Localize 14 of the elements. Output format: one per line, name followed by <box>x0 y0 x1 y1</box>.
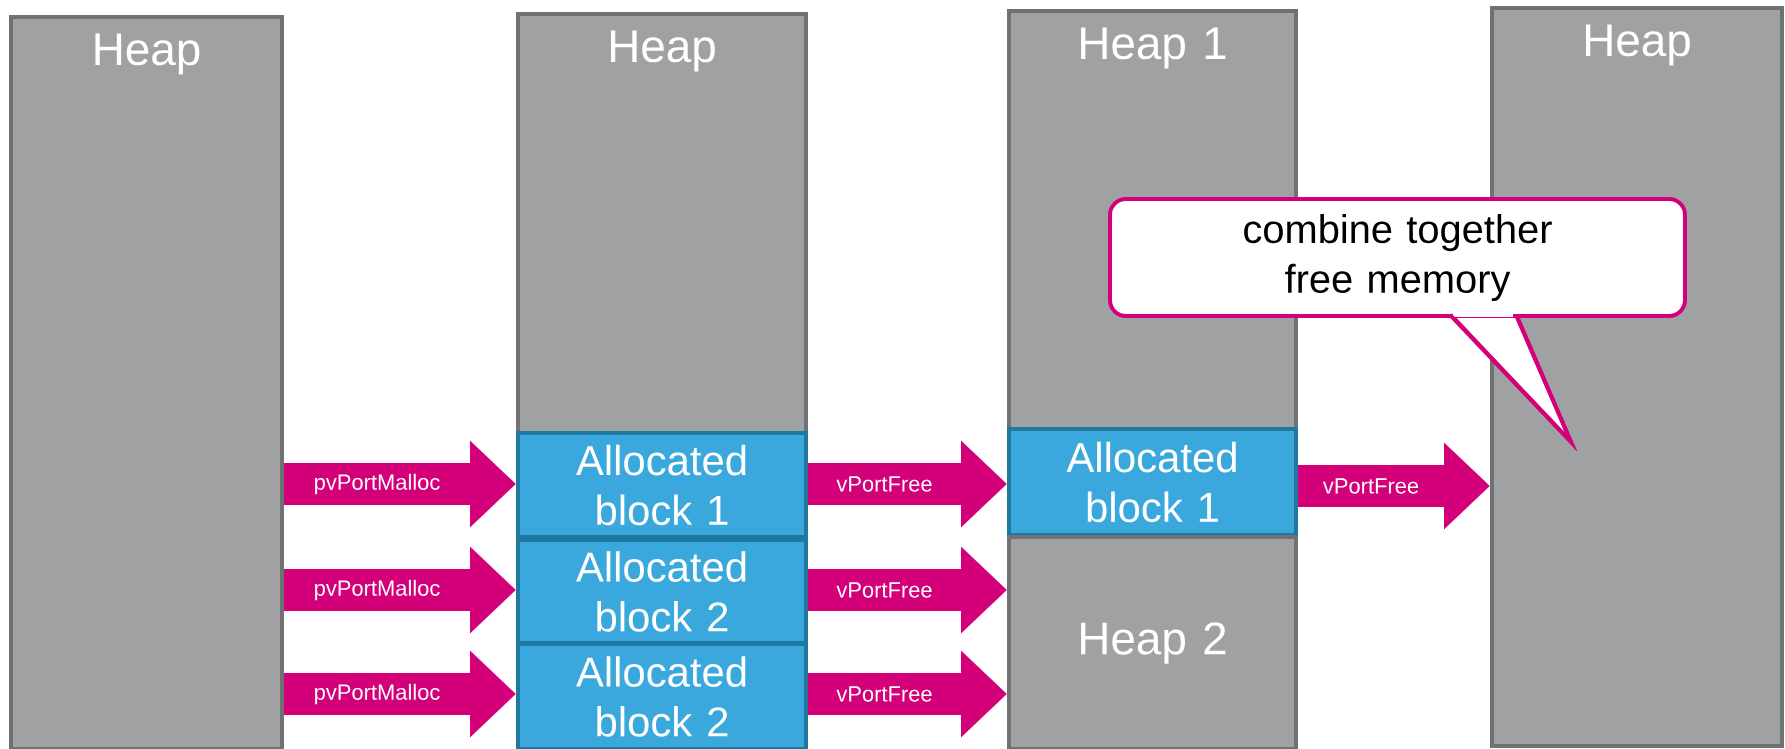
edge-label: vPortFree <box>1320 476 1422 496</box>
edge-label: pvPortMalloc <box>311 577 443 603</box>
heap-column: Heap <box>9 15 284 749</box>
edge-label: pvPortMalloc <box>311 471 443 497</box>
edge-label: vPortFree <box>834 580 935 600</box>
allocated-block: Allocated block 2 <box>516 642 808 749</box>
allocated-block: Allocated block 2 <box>516 538 808 645</box>
edge-label: vPortFree <box>834 474 935 494</box>
allocated-block: Allocated block 1 <box>516 431 808 539</box>
edge-label: vPortFree <box>834 684 935 704</box>
heap-column: Heap <box>516 12 808 435</box>
heap-column: Heap 2 <box>1007 535 1298 749</box>
edge-label: pvPortMalloc <box>311 681 443 707</box>
allocated-block: Allocated block 1 <box>1007 427 1298 537</box>
